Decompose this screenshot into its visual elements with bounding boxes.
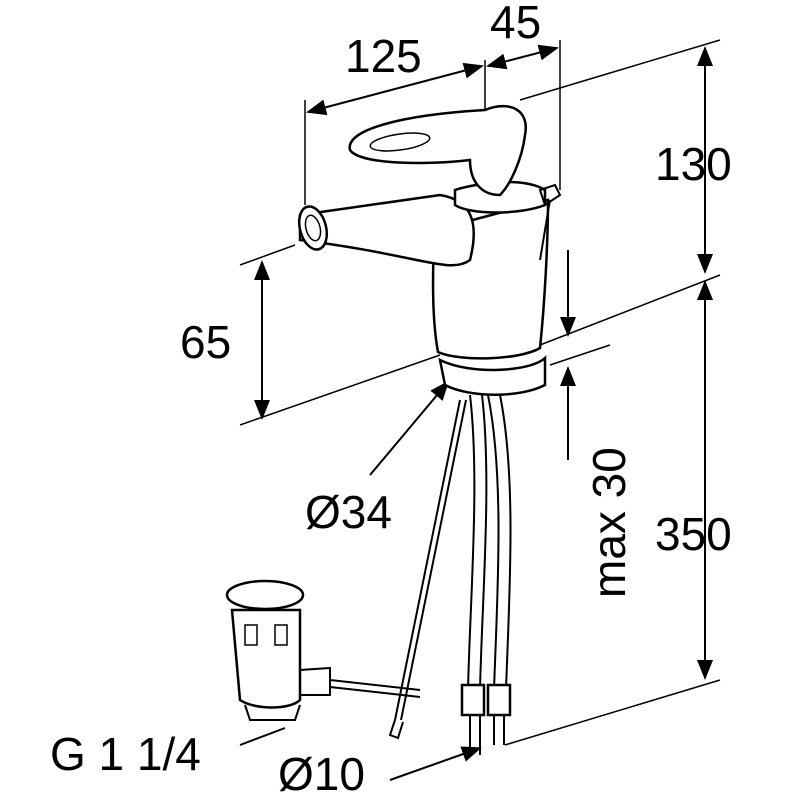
pop-up-waste <box>225 579 421 721</box>
hoses <box>388 394 512 755</box>
faucet <box>297 104 562 396</box>
dimension-lines <box>239 44 713 781</box>
dim-max-30: max 30 <box>583 447 635 598</box>
dim-350: 350 <box>655 508 732 560</box>
dim-diameter-34: Ø34 <box>305 486 392 538</box>
dim-g-1-1-4: G 1 1/4 <box>50 728 201 780</box>
dim-diameter-10: Ø10 <box>278 748 365 800</box>
dim-125: 125 <box>345 30 422 82</box>
dim-65: 65 <box>180 316 231 368</box>
dim-130: 130 <box>655 138 732 190</box>
dim-45: 45 <box>490 0 541 48</box>
